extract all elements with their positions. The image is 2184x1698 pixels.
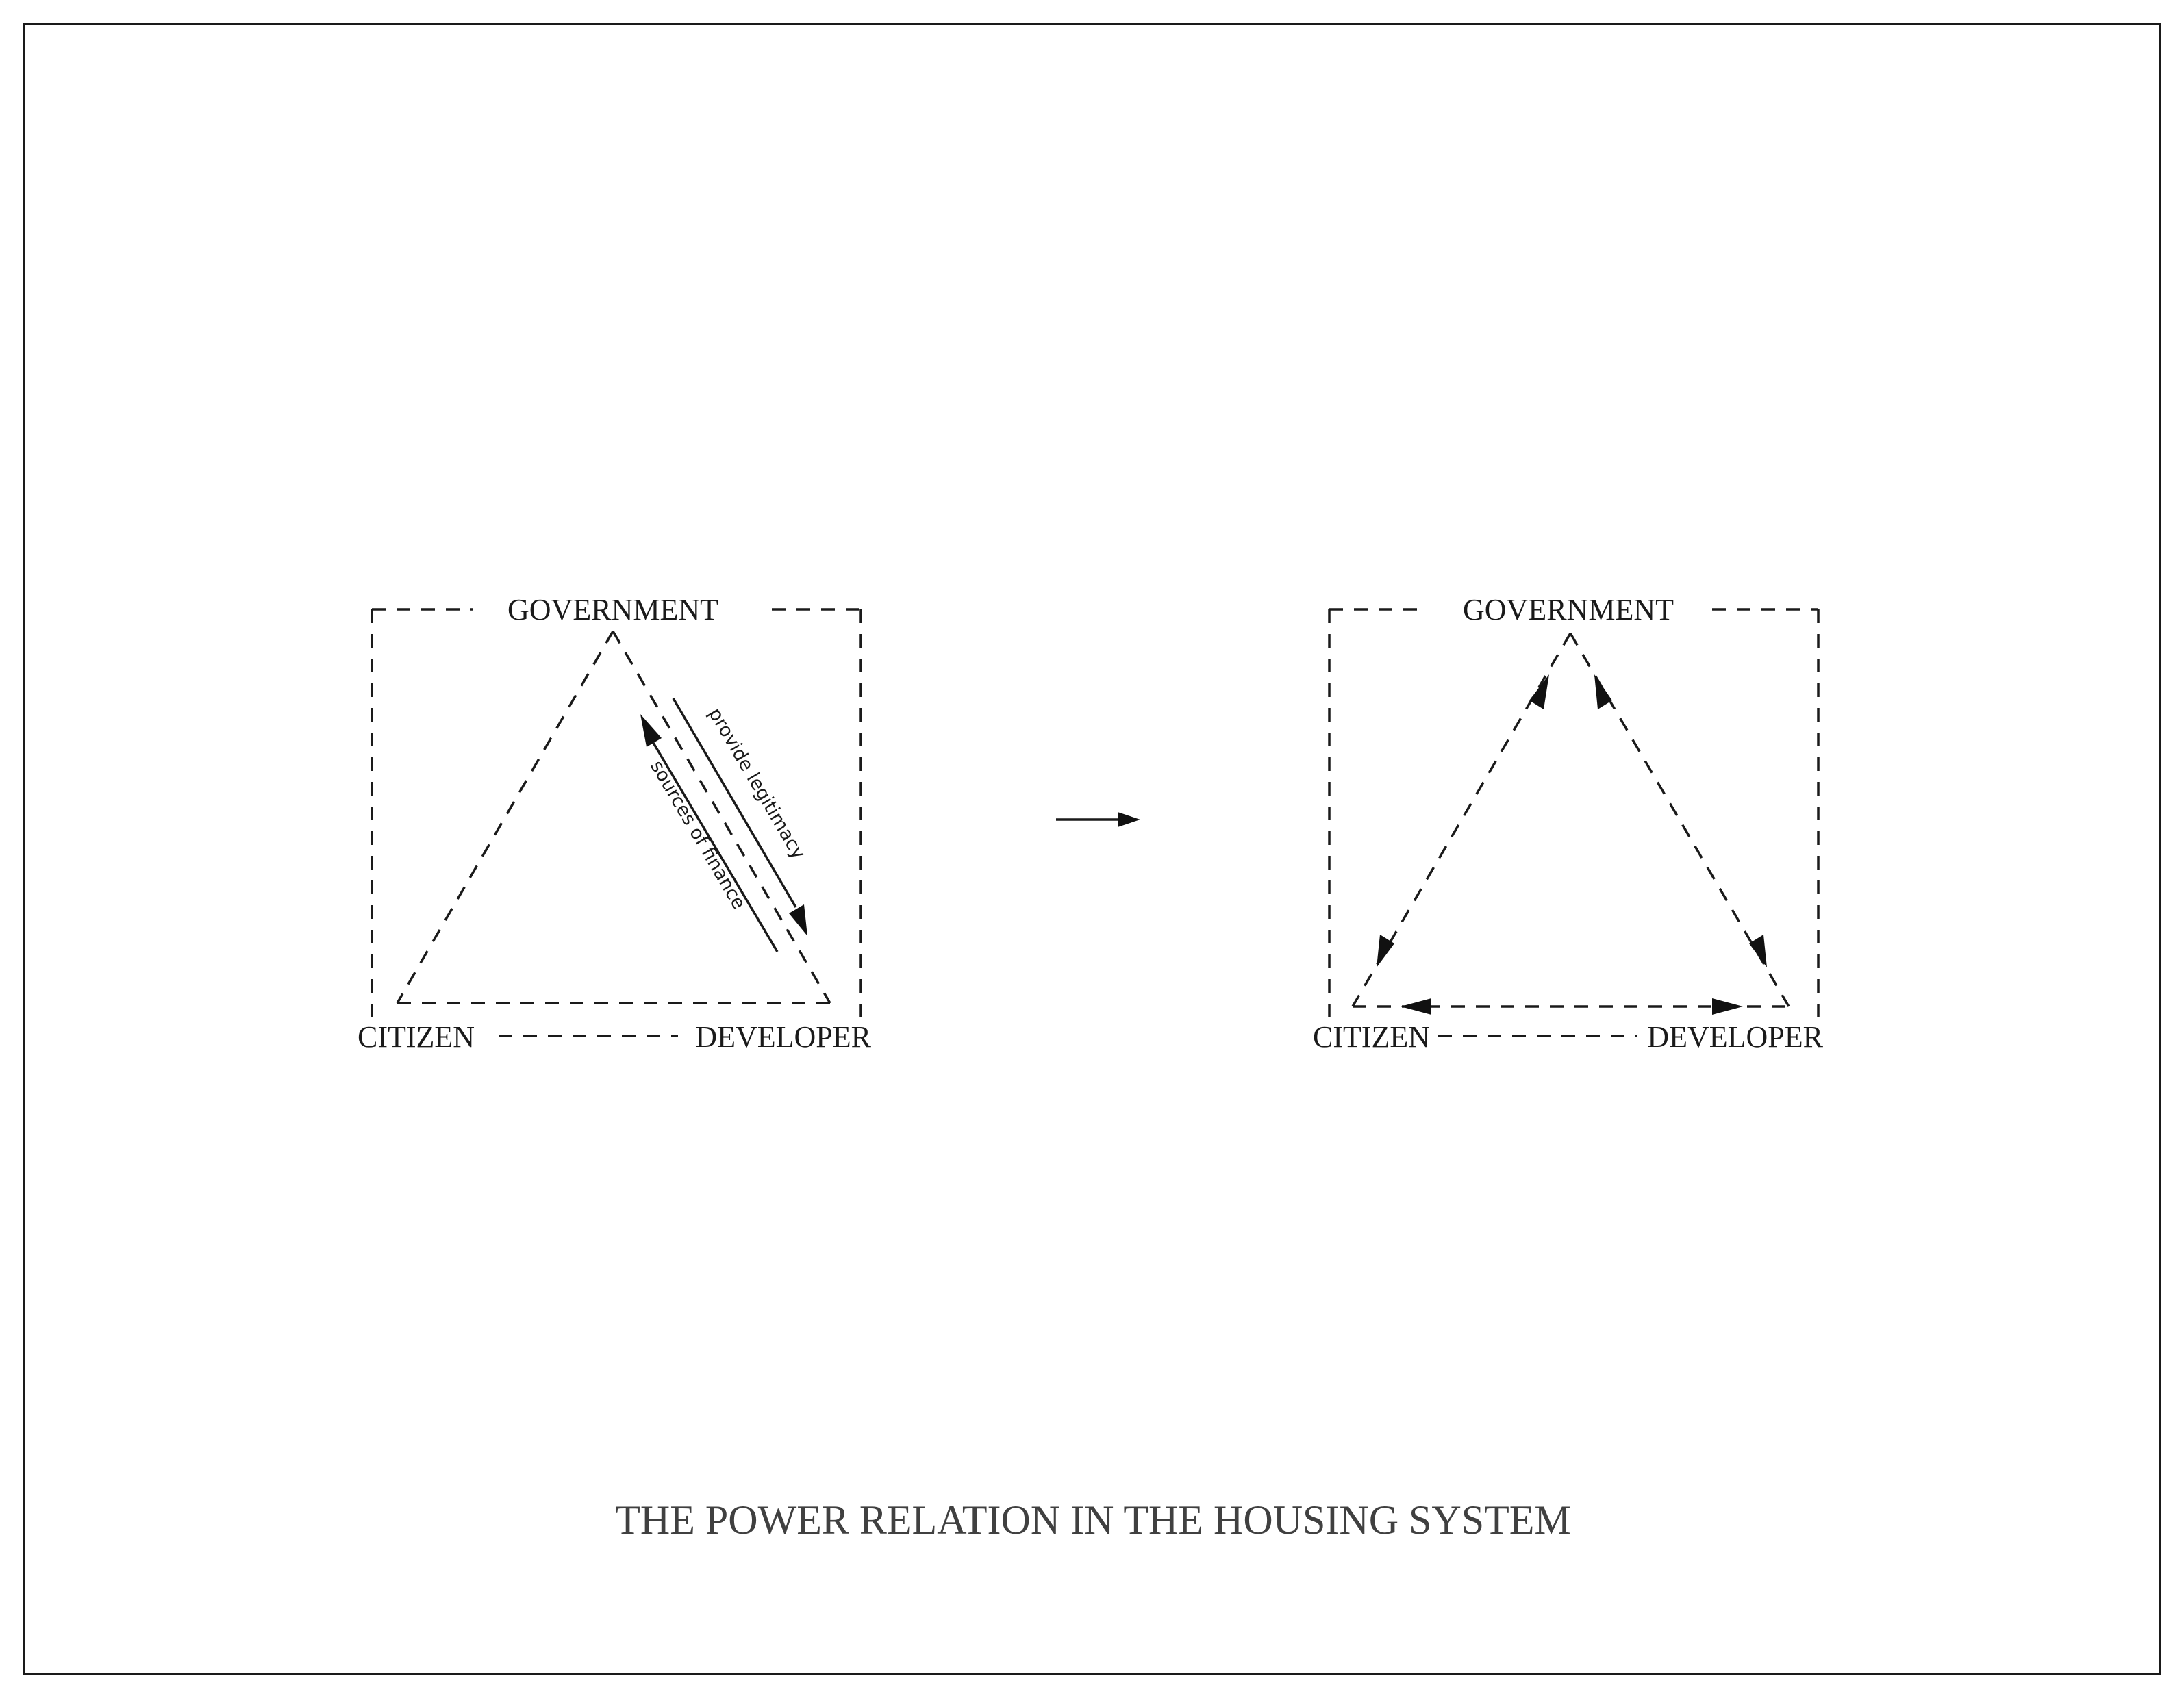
left-diagram: provide legitimacy sources of finance GO…: [357, 593, 872, 1054]
diagram-caption: THE POWER RELATION IN THE HOUSING SYSTEM: [615, 1497, 1571, 1543]
right-enclosure-box: [1328, 608, 1820, 1037]
government-developer-double-arrow: [1594, 674, 1767, 967]
right-diagram: GOVERNMENT CITIZEN DEVELOPER: [1313, 593, 1824, 1054]
right-node-citizen: CITIZEN: [1313, 1020, 1430, 1054]
left-relation-triangle: [396, 631, 831, 1004]
citizen-developer-double-arrow: [1401, 998, 1743, 1015]
citizen-government-double-arrow: [1377, 674, 1549, 967]
right-node-developer: DEVELOPER: [1647, 1020, 1823, 1054]
provide-legitimacy-arrow: [672, 698, 807, 936]
right-node-government: GOVERNMENT: [1463, 593, 1674, 626]
sources-of-finance-arrow: [640, 714, 779, 952]
right-relation-triangle: [1351, 633, 1790, 1008]
left-node-developer: DEVELOPER: [695, 1020, 871, 1054]
left-enclosure-box: [371, 608, 862, 1037]
edge-label-sources-of-finance: sources of finance: [646, 757, 749, 913]
left-node-citizen: CITIZEN: [357, 1020, 475, 1054]
outer-frame: [23, 23, 2161, 1675]
right-arrow-icon: [1056, 812, 1140, 827]
left-node-government: GOVERNMENT: [507, 593, 718, 626]
